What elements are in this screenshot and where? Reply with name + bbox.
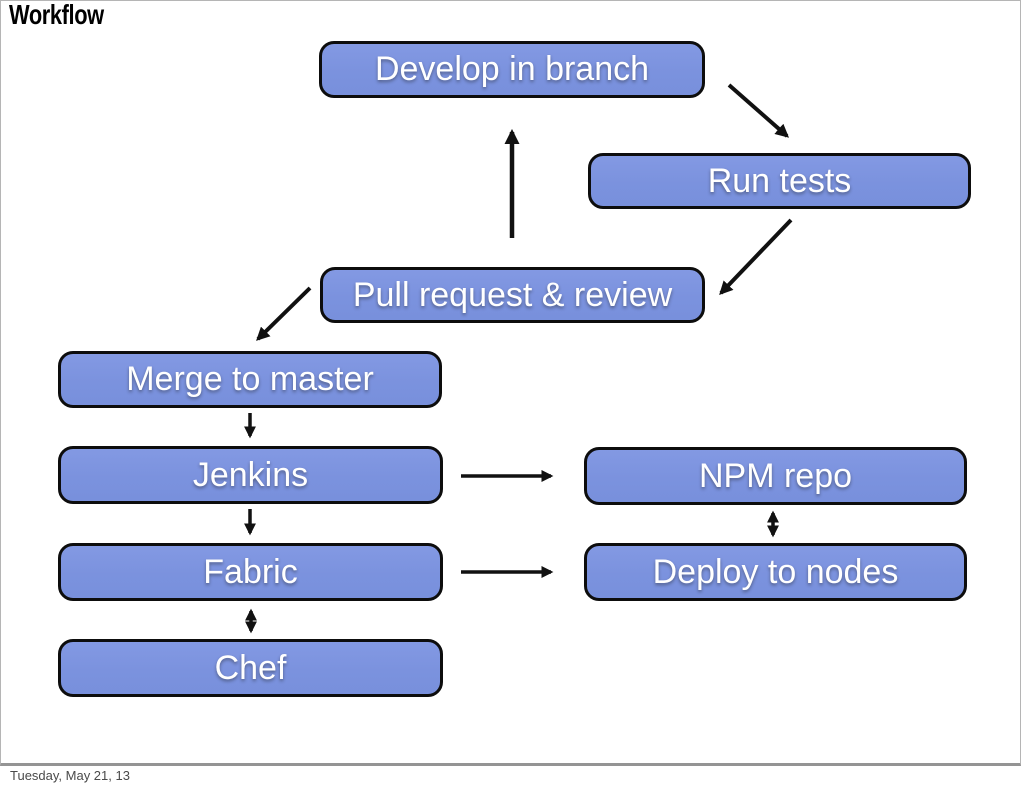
slide: Workflow Develop in branch — [0, 0, 1021, 766]
node-label: Jenkins — [192, 455, 309, 494]
node-label: Develop in branch — [374, 50, 650, 88]
node-label: Merge to master — [126, 360, 374, 398]
slide-footer-date: Tuesday, May 21, 13 — [10, 768, 130, 783]
arrow-runtests-to-pullrequest — [719, 218, 793, 295]
slide-title: Workflow — [9, 0, 104, 30]
node-label: Chef — [214, 648, 287, 687]
node-chef: Chef — [58, 639, 443, 697]
node-deploy-to-nodes: Deploy to nodes — [584, 543, 967, 601]
node-develop-in-branch: Develop in branch — [319, 41, 705, 98]
arrow-pullrequest-to-merge — [256, 286, 312, 341]
node-label: Pull request & review — [352, 275, 673, 314]
node-merge-to-master: Merge to master — [58, 351, 442, 408]
arrow-develop-to-runtests — [727, 83, 790, 138]
node-label: Run tests — [707, 161, 852, 200]
node-label: NPM repo — [698, 456, 853, 495]
node-pull-request-review: Pull request & review — [320, 267, 705, 323]
node-npm-repo: NPM repo — [584, 447, 967, 505]
node-label: Deploy to nodes — [652, 552, 899, 591]
node-fabric: Fabric — [58, 543, 443, 601]
node-run-tests: Run tests — [588, 153, 971, 209]
node-label: Fabric — [203, 552, 298, 591]
node-jenkins: Jenkins — [58, 446, 443, 504]
flow-arrows — [244, 83, 793, 634]
